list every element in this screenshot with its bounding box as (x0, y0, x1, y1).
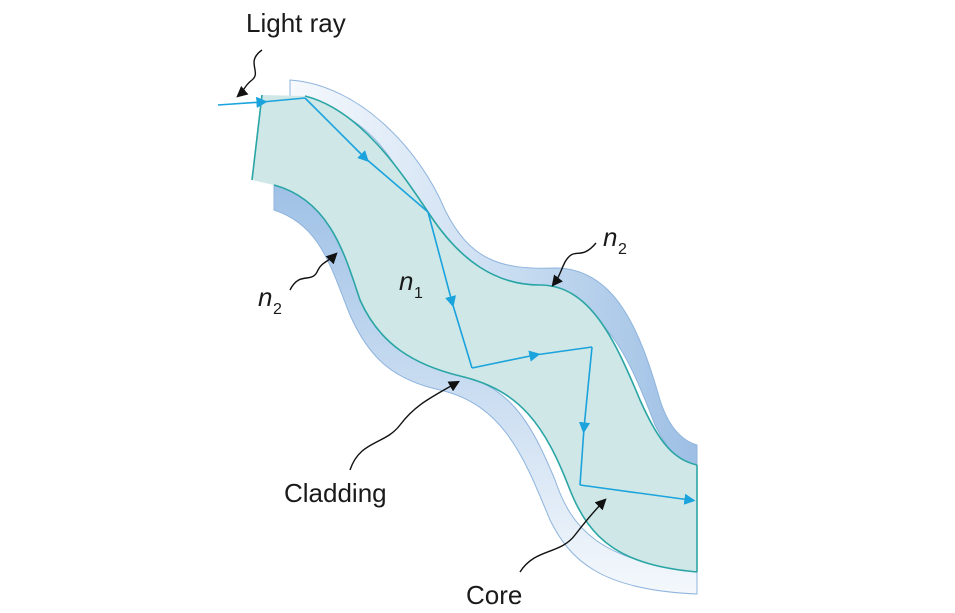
n2-left-label: n 2 (258, 282, 282, 318)
ray-segment (217, 96, 268, 108)
n2-right-label: n 2 (603, 222, 627, 258)
ray-segment (579, 484, 696, 505)
svg-text:n: n (603, 222, 617, 252)
n2-right-leader (551, 242, 597, 287)
ray-segment (261, 97, 306, 103)
core-label: Core (466, 580, 522, 610)
light-ray-leader (236, 49, 263, 98)
core-upper-boundary (304, 95, 698, 466)
ray-segment (364, 157, 429, 213)
svg-text:2: 2 (273, 301, 282, 318)
cladding-label: Cladding (284, 478, 387, 508)
svg-text:n: n (399, 266, 413, 296)
n2-left-leader (289, 252, 338, 291)
core-lower-boundary (273, 184, 698, 573)
ray-segment (578, 346, 593, 434)
light-ray-label: Light ray (246, 8, 346, 38)
ray-segment (579, 427, 585, 486)
ray-segment (427, 211, 456, 308)
svg-text:2: 2 (618, 241, 627, 258)
cladding-leader (349, 380, 460, 471)
core-leader (519, 498, 607, 573)
n1-label: n 1 (399, 266, 423, 302)
ray-segment (451, 301, 473, 369)
leader-lines (236, 49, 607, 573)
core-end-cut (251, 94, 263, 181)
light-ray-path (217, 96, 696, 505)
svg-text:1: 1 (414, 285, 423, 302)
ray-segment (471, 350, 541, 369)
ray-segment (304, 97, 369, 162)
ray-segment (534, 346, 593, 356)
fiber-core (252, 95, 697, 572)
svg-text:n: n (258, 282, 272, 312)
